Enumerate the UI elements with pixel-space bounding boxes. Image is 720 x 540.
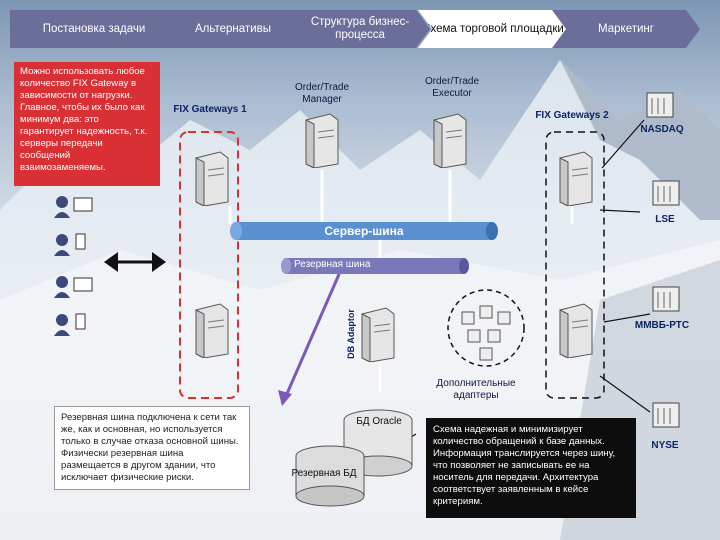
label-main-bus: Сервер-шина (324, 224, 404, 238)
tab-problem[interactable]: Постановка задачи (10, 10, 178, 48)
label-order-manager: Order/Trade Manager (294, 82, 350, 105)
server-icon (195, 303, 229, 358)
server-icon (195, 151, 229, 206)
fix2-group-outline (545, 131, 605, 399)
server-icon (433, 113, 467, 168)
server-icon (559, 303, 593, 358)
tab-trading-platform[interactable]: Схема торговой площадки (418, 10, 568, 48)
exchange-micex-rts: ММВБ-РТС (634, 320, 690, 331)
adapter-cubes (461, 305, 511, 361)
tab-marketing[interactable]: Маркетинг (552, 10, 700, 48)
tab-business-process[interactable]: Структура бизнес-процесса (290, 10, 430, 48)
lse-rack-icon (652, 180, 680, 206)
note-backup-bus: Резервная шина подключена к сети так же,… (54, 406, 250, 490)
label-db-oracle: БД Oracle (356, 416, 402, 427)
backup-bus-arrow (284, 271, 342, 397)
note-fix-gateways: Можно использовать любое количество FIX … (14, 62, 160, 186)
server-icon (559, 151, 593, 206)
tab-alternatives[interactable]: Альтернативы (158, 10, 308, 48)
server-icon (305, 113, 339, 168)
exchange-nyse: NYSE (651, 440, 679, 451)
label-order-executor: Order/Trade Executor (424, 76, 480, 99)
nasdaq-rack-icon (646, 92, 674, 118)
server-icon (361, 307, 395, 362)
label-backup-db: Резервная БД (291, 468, 357, 479)
label-extra-adapters: Дополнительные адаптеры (436, 378, 516, 401)
label-db-adaptor: DB Adaptor (346, 309, 356, 359)
nyse-rack-icon (652, 402, 680, 428)
adapters-group-outline (447, 289, 525, 367)
fix1-group-outline (179, 131, 239, 399)
label-backup-bus: Резервная шина (294, 259, 371, 270)
client-icons (54, 196, 93, 336)
label-fix-gateways-2: FIX Gateways 2 (535, 110, 609, 121)
backup-bus-bar (286, 258, 464, 274)
micex-rack-icon (652, 286, 680, 312)
exchange-lse: LSE (655, 214, 675, 225)
exchange-nasdaq: NASDAQ (640, 124, 684, 135)
label-fix-gateways-1: FIX Gateways 1 (173, 104, 247, 115)
main-bus-bar (236, 222, 492, 240)
note-architecture: Схема надежная и минимизирует количество… (426, 418, 636, 518)
